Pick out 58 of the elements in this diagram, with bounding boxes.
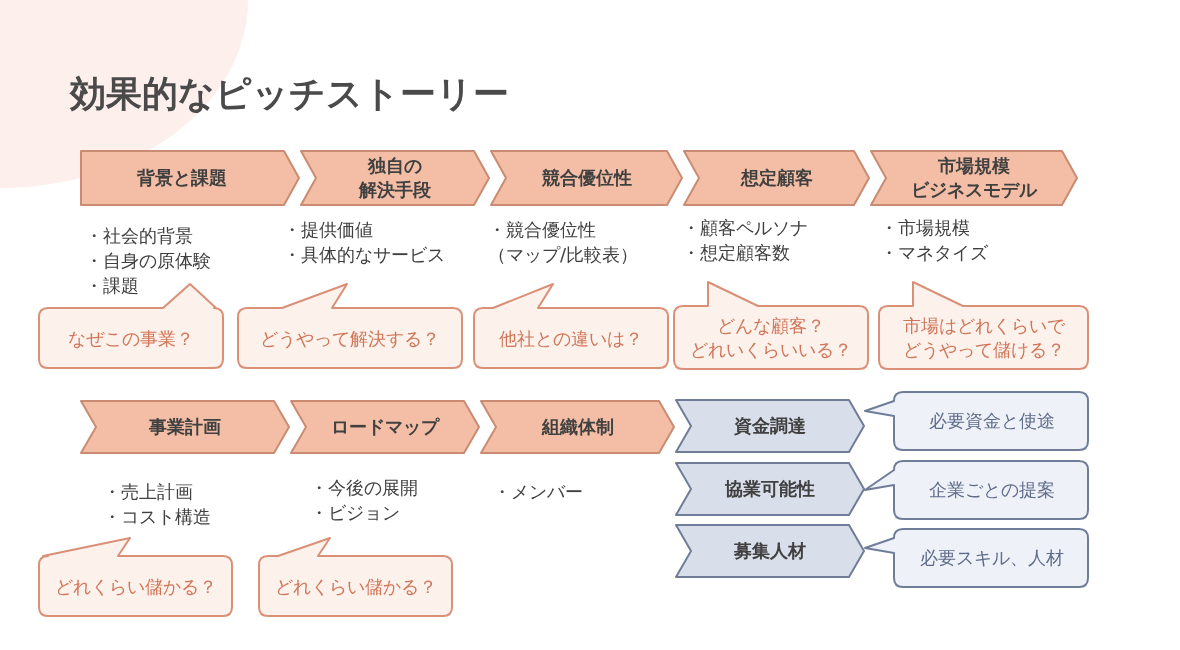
callout-text: 必要資金と使途 <box>927 409 1056 433</box>
chevron-step <box>300 150 490 206</box>
bullet-item: ・売上計画 <box>103 480 193 504</box>
callout-text: 企業ごとの提案 <box>927 478 1056 502</box>
bullet-item: ・具体的なサービス <box>283 243 445 267</box>
chevron-step <box>480 400 675 454</box>
callout-text: どんな顧客？どれいくらいいる？ <box>689 314 853 362</box>
bullet-item: ・顧客ペルソナ <box>682 216 808 240</box>
speech-bubble <box>878 281 1089 370</box>
callout-text: どれくらい儲かる？ <box>273 574 438 599</box>
speech-bubble <box>864 460 1089 520</box>
chevron-step <box>290 400 480 454</box>
speech-bubble <box>864 528 1089 588</box>
callout-text: 他社との違いは？ <box>498 326 644 351</box>
bullet-item: ・提供価値 <box>283 218 373 242</box>
callout-text: どれくらい儲かる？ <box>53 574 218 599</box>
chevron-step <box>675 462 865 516</box>
bullet-item: ・競合優位性 <box>488 218 596 242</box>
title: 効果的なピッチストーリー <box>70 72 509 116</box>
chevron-step <box>490 150 683 206</box>
step-label: ロードマップ <box>330 415 441 439</box>
bullet-item: ・社会的背景 <box>85 224 193 248</box>
speech-bubble <box>673 281 869 370</box>
bullet-item: ・課題 <box>85 274 139 298</box>
speech-bubble <box>473 283 669 369</box>
callout-text: どうやって解決する？ <box>259 326 441 351</box>
step-label: 競合優位性 <box>540 166 633 190</box>
step-label: 組織体制 <box>540 415 615 439</box>
bullet-item: （マップ/比較表） <box>488 243 639 267</box>
speech-bubble <box>258 537 453 617</box>
callout-text: 必要スキル、人材 <box>918 546 1065 570</box>
step-label: 想定顧客 <box>739 166 814 190</box>
bullet-item: ・自身の原体験 <box>85 249 211 273</box>
callout-text: なぜこの事業？ <box>67 326 195 351</box>
chevron-step <box>80 400 290 454</box>
speech-bubble <box>864 391 1089 451</box>
chevron-step <box>80 150 300 206</box>
step-label: 市場規模ビジネスモデル <box>910 154 1039 202</box>
bullet-item: ・今後の展開 <box>310 476 418 500</box>
chevron-step <box>870 150 1078 206</box>
chevron-step <box>675 399 865 453</box>
bullet-item: ・想定顧客数 <box>682 241 790 265</box>
bullet-item: ・ビジョン <box>310 501 400 525</box>
step-label: 協業可能性 <box>724 477 816 501</box>
speech-bubble <box>237 283 463 369</box>
chevron-step <box>683 150 870 206</box>
step-label: 事業計画 <box>148 415 222 439</box>
speech-bubble <box>38 537 233 617</box>
step-label: 募集人材 <box>733 539 807 563</box>
step-label: 独自の解決手段 <box>357 154 432 202</box>
bullet-item: ・マネタイズ <box>880 241 988 265</box>
chevron-step <box>675 524 865 578</box>
step-label: 資金調達 <box>733 414 807 438</box>
bullet-item: ・コスト構造 <box>103 505 211 529</box>
callout-text: 市場はどれくらいでどうやって儲ける？ <box>901 314 1066 362</box>
step-label: 背景と課題 <box>136 166 228 190</box>
bullet-item: ・市場規模 <box>880 216 970 240</box>
bullet-item: ・メンバー <box>493 480 583 504</box>
